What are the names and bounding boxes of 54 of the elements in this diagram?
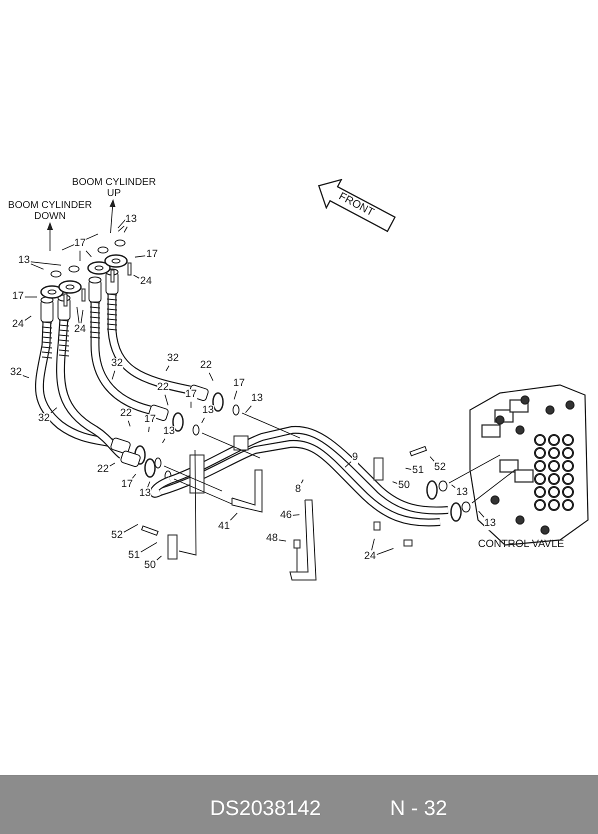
leader-line	[164, 394, 168, 406]
leader-line	[478, 510, 484, 518]
callout-number: 13	[484, 518, 496, 530]
leader-line	[156, 556, 162, 560]
page-number: N - 32	[390, 797, 448, 821]
leader-line	[405, 468, 412, 470]
leader-line	[245, 405, 252, 414]
leader-line	[50, 407, 58, 414]
leader-line	[118, 226, 125, 232]
leader-line	[134, 255, 146, 258]
leader-line	[24, 296, 38, 298]
leader-line	[166, 365, 170, 372]
leader-line	[344, 461, 352, 468]
leader-line	[230, 512, 238, 521]
leader-line	[234, 390, 238, 400]
leader-line	[140, 542, 158, 552]
leader-line	[376, 548, 394, 555]
hose-destination-label: BOOM CYLINDER DOWN	[2, 200, 98, 222]
leader-line	[132, 474, 136, 479]
leader-line	[392, 481, 398, 484]
leader-line	[128, 420, 131, 427]
callout-number: 17	[185, 389, 197, 401]
leader-line	[30, 261, 62, 266]
leader-line	[430, 456, 435, 462]
leader-line	[80, 309, 84, 324]
callout-number: 32	[111, 358, 123, 370]
leader-line	[123, 524, 138, 533]
leader-line	[86, 250, 92, 258]
leader-line	[112, 370, 116, 380]
leader-line	[24, 316, 32, 321]
leader-line	[133, 274, 140, 279]
leader-line	[201, 417, 205, 424]
leader-line	[371, 538, 375, 551]
leader-line	[30, 263, 44, 270]
leader-line	[76, 306, 80, 324]
callout-number: 13	[139, 488, 151, 500]
leader-line	[190, 401, 192, 408]
leader-line	[147, 481, 150, 488]
part-number: DS2038142	[210, 797, 321, 821]
leader-line	[22, 375, 30, 378]
leader-line	[208, 372, 214, 382]
leader-line	[109, 462, 116, 466]
leader-line	[278, 540, 287, 542]
leader-line	[451, 484, 456, 488]
leader-line	[300, 479, 304, 484]
leader-line	[124, 226, 128, 233]
arrow	[47, 222, 53, 252]
leader-line	[292, 514, 300, 516]
leader-line	[148, 426, 150, 432]
leader-line	[162, 438, 166, 444]
arrow	[110, 199, 116, 234]
callout-number: 9	[352, 452, 358, 464]
callout-number: 32	[38, 413, 50, 425]
hose-destination-label: BOOM CYLINDER UP	[66, 177, 162, 199]
